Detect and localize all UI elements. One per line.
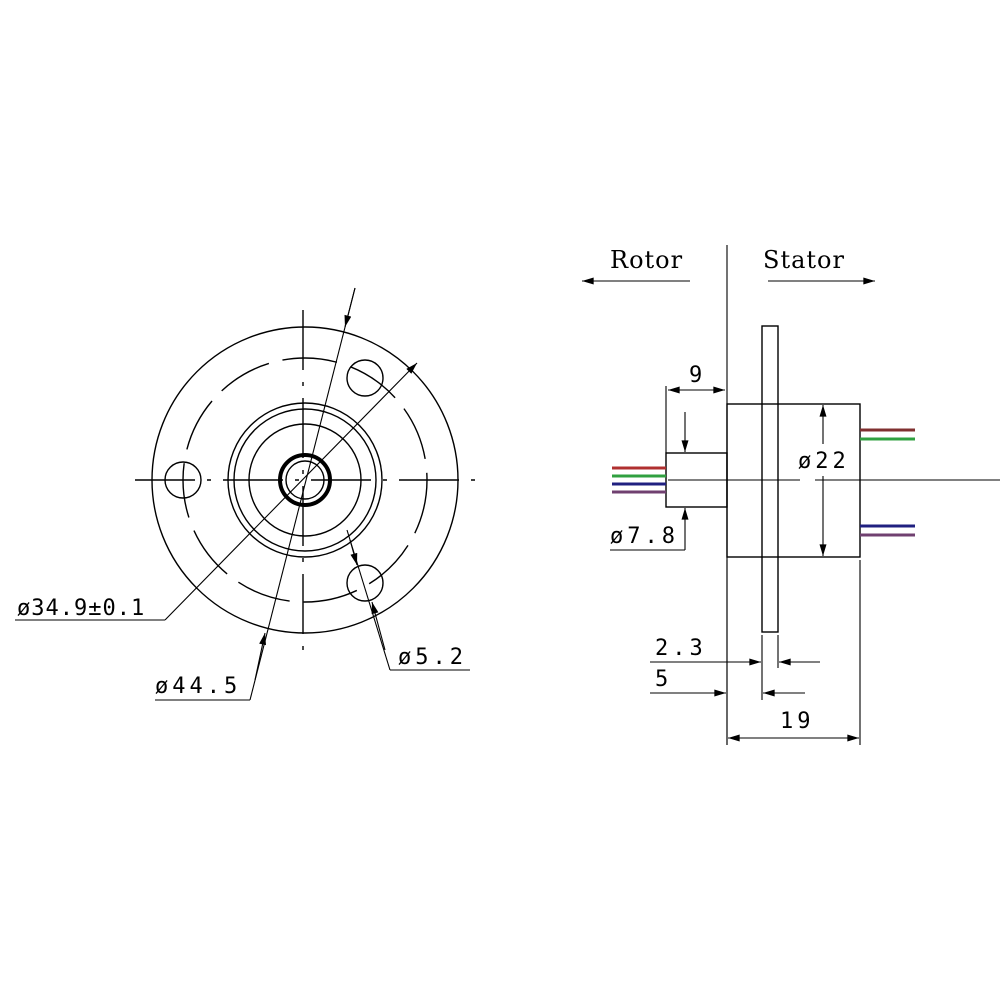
flange-offset-dimension: 5 <box>655 667 672 692</box>
side-view: Rotor Stator 9 ø7.8 <box>582 245 1000 745</box>
body-circle-outer <box>227 402 383 558</box>
pitch-circle-dimension: ø34.9±0.1 <box>17 596 145 621</box>
shaft-diameter-dimension: ø7.8 <box>610 524 679 549</box>
body-length-dimension: 19 <box>780 709 815 734</box>
body-circle-inner <box>233 408 377 552</box>
pitch-circle <box>182 357 428 603</box>
flange-thickness-dimension: 2.3 <box>655 636 707 661</box>
stator-label: Stator <box>763 246 845 274</box>
outer-flange-circle <box>151 326 459 634</box>
pitch-circle-leader <box>164 362 418 621</box>
outer-diameter-dimension: ø44.5 <box>155 674 241 699</box>
outer-diameter-leader <box>249 287 356 701</box>
front-view: ø34.9±0.1 ø44.5 ø5.2 <box>15 287 475 701</box>
mounting-flange <box>761 325 779 633</box>
shaft-outer-circle <box>278 453 332 507</box>
hole-dimension: ø5.2 <box>398 645 467 670</box>
hole-arrow-top <box>349 539 358 566</box>
hole-arrow-bottom <box>371 601 386 651</box>
rotor-label: Rotor <box>610 246 683 274</box>
stator-wires <box>860 428 915 537</box>
mounting-hole-left <box>164 461 202 499</box>
outer-diameter-arrow-bottom <box>254 632 266 681</box>
mounting-hole-top-right <box>346 359 384 397</box>
hub-circle <box>248 423 362 537</box>
outer-diameter-arrow-top <box>344 287 356 328</box>
shaft-length-dimension: 9 <box>689 363 706 388</box>
rotor-wires <box>612 466 666 494</box>
shaft-bore-circle <box>285 460 325 500</box>
body-diameter-dimension: ø22 <box>798 449 850 474</box>
mounting-hole-bottom-right <box>346 564 384 602</box>
